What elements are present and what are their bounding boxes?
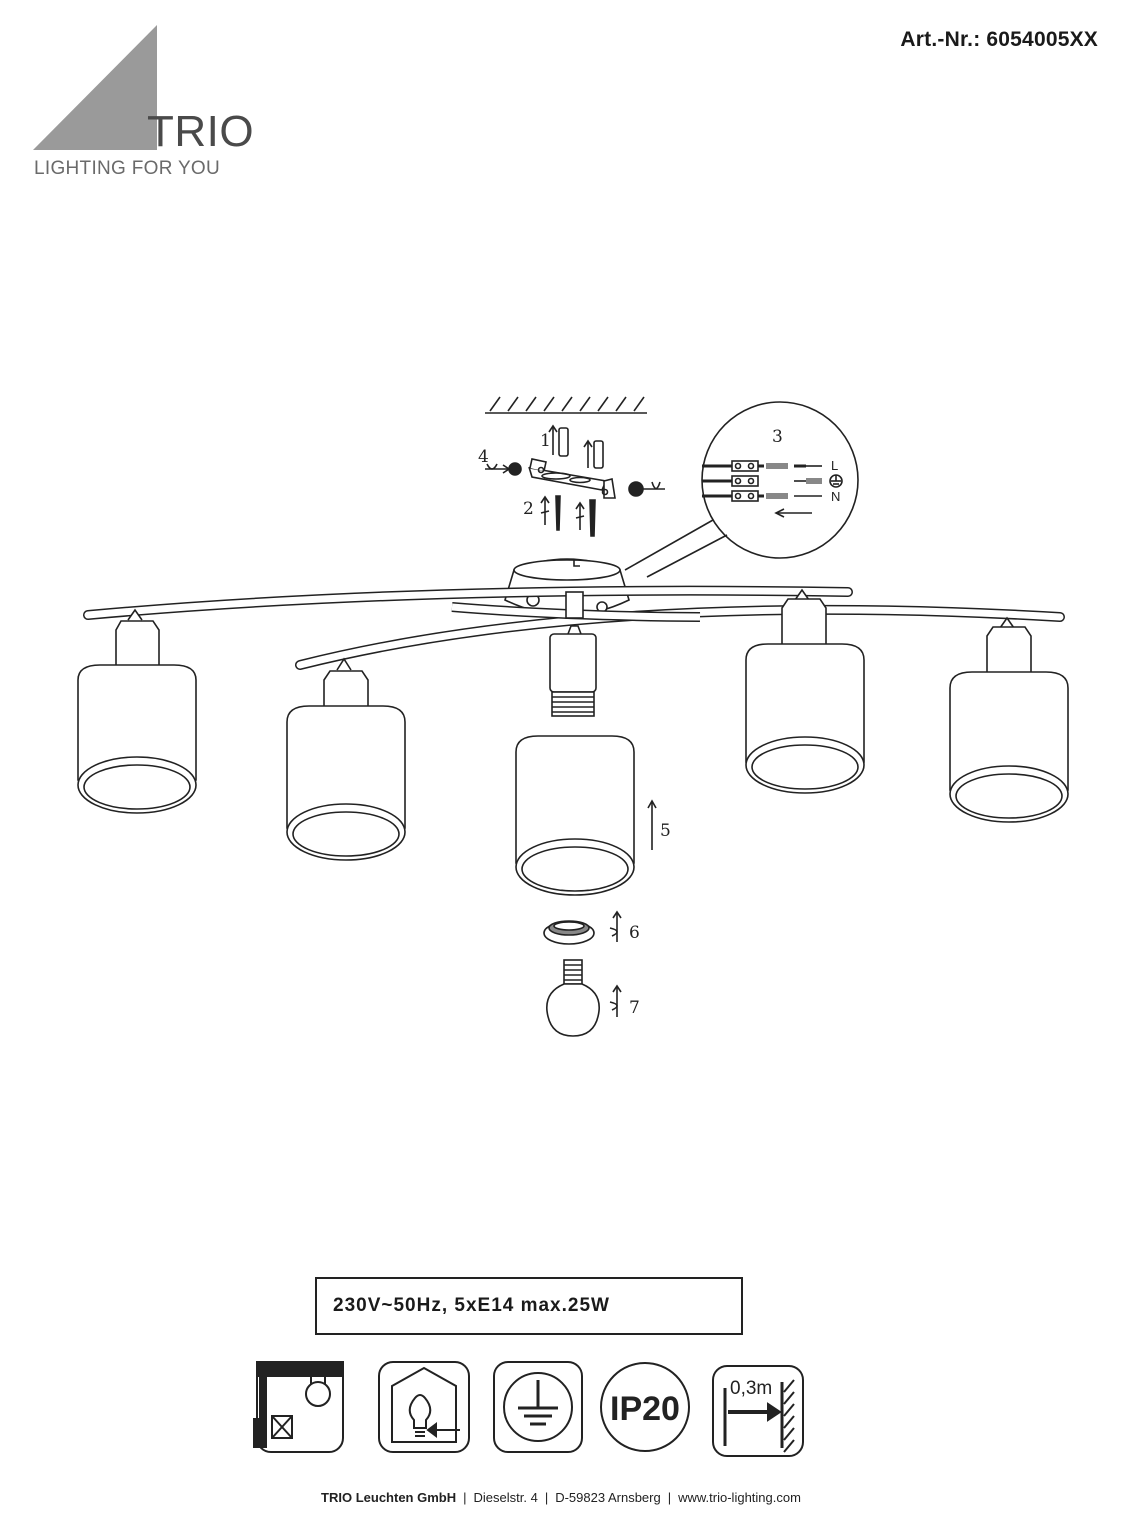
lamp-shade-right-inner bbox=[745, 588, 865, 794]
assembly-diagram: 1 2 3 4 5 6 7 L N bbox=[77, 396, 1069, 1037]
wiring-detail-magnifier bbox=[624, 401, 859, 578]
lamp-shade-left-inner bbox=[286, 657, 406, 861]
center-socket bbox=[549, 591, 597, 717]
article-number: Art.-Nr.: 6054005XX bbox=[900, 28, 1098, 51]
lamp-shade-left bbox=[77, 608, 197, 814]
distance-label: 0,3m bbox=[730, 1378, 772, 1399]
footer-separator: | bbox=[544, 1490, 549, 1505]
electrical-spec: 230V~50Hz, 5xE14 max.25W bbox=[315, 1277, 743, 1335]
light-bulb-icon bbox=[546, 959, 600, 1037]
ceiling-icon bbox=[485, 396, 647, 414]
footer: TRIO Leuchten GmbH | Dieselstr. 4 | D-59823 … bbox=[0, 1490, 1122, 1505]
lamp-shade-center bbox=[515, 735, 635, 896]
neutral-label: N bbox=[831, 489, 840, 504]
ground-icon bbox=[829, 474, 843, 488]
safety-icons-row: IP20 0,3m bbox=[253, 1361, 804, 1457]
footer-city: D-59823 Arnsberg bbox=[555, 1490, 661, 1505]
step-4: 4 bbox=[478, 447, 489, 467]
step-6: 6 bbox=[629, 923, 640, 943]
lamp-shade-right bbox=[949, 616, 1069, 823]
ip-rating-label: IP20 bbox=[610, 1390, 680, 1428]
footer-company: TRIO Leuchten GmbH bbox=[321, 1490, 457, 1505]
protective-earth-icon bbox=[493, 1361, 583, 1453]
wall-plug-icon bbox=[548, 424, 604, 469]
retaining-ring-icon bbox=[543, 920, 595, 945]
footer-separator: | bbox=[463, 1490, 467, 1505]
logo-brand: TRIO bbox=[147, 107, 255, 156]
live-label: L bbox=[831, 458, 838, 473]
mounting-bracket-icon bbox=[485, 458, 665, 499]
step-5: 5 bbox=[660, 821, 671, 841]
footer-street: Dieselstr. 4 bbox=[473, 1490, 538, 1505]
step-1: 1 bbox=[540, 431, 551, 451]
trio-logo-triangle bbox=[33, 25, 157, 150]
footer-website: www.trio-lighting.com bbox=[678, 1490, 801, 1505]
step-7: 7 bbox=[629, 998, 640, 1018]
step-2: 2 bbox=[523, 499, 534, 519]
footer-separator: | bbox=[667, 1490, 672, 1505]
terminal-block-icon bbox=[702, 460, 822, 502]
min-distance-icon bbox=[712, 1365, 804, 1457]
screw-icon bbox=[540, 495, 596, 537]
ip20-icon bbox=[600, 1362, 690, 1452]
ceiling-mount-no-insulation-icon bbox=[253, 1361, 344, 1453]
logo-tagline: LIGHTING FOR YOU bbox=[34, 158, 221, 179]
indoor-use-icon bbox=[378, 1361, 470, 1453]
step-3: 3 bbox=[772, 427, 783, 447]
